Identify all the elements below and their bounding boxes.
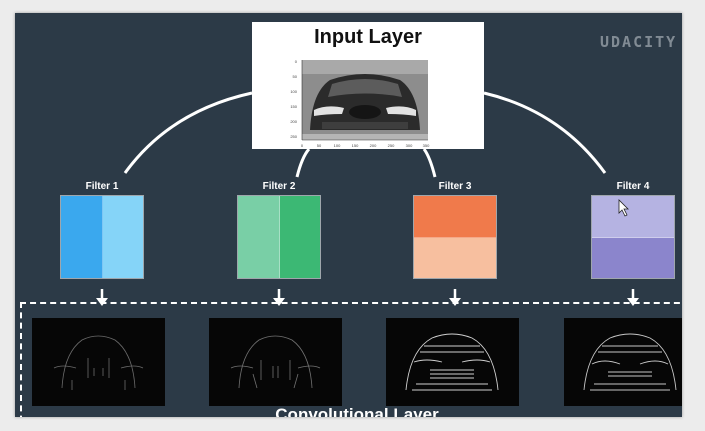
connection-arcs: [123, 91, 607, 178]
feature-map-1: [32, 318, 165, 406]
convolutional-layer-frame: [20, 302, 682, 417]
filter-2-kernel: [237, 195, 321, 279]
filter-2-left-half: [238, 196, 280, 278]
input-layer-title: Input Layer: [314, 26, 422, 48]
filter-4-label: Filter 4: [616, 181, 650, 192]
filter-3-label: Filter 3: [438, 181, 472, 192]
filter-4-top-half: [592, 196, 674, 238]
mouse-cursor-icon: [618, 199, 629, 217]
filter-4-kernel: [591, 195, 675, 279]
filter-3-kernel: [413, 195, 497, 279]
input-layer-panel: Input Layer 0 50 100 150 200 250 0 50 1: [252, 22, 484, 149]
filter-2-right-half: [279, 196, 320, 278]
x-tick: 350: [423, 143, 430, 148]
x-tick: 100: [334, 143, 341, 148]
y-tick: 50: [293, 74, 298, 79]
x-tick: 300: [406, 143, 413, 148]
filter-1-label: Filter 1: [85, 181, 119, 192]
x-tick: 250: [388, 143, 395, 148]
filter-4-bottom-half: [592, 237, 674, 278]
feature-map-4: [564, 318, 682, 406]
filter-1-right-half: [102, 196, 143, 278]
filter-3-top-half: [414, 196, 496, 238]
y-tick: 100: [290, 89, 297, 94]
feature-map-3: [386, 318, 519, 406]
filter-1-left-half: [61, 196, 103, 278]
filter-2-label: Filter 2: [262, 181, 296, 192]
convolutional-layer-label: Convolutional Layer: [275, 405, 439, 417]
y-tick: 0: [295, 59, 298, 64]
udacity-logo: UDACITY: [600, 33, 678, 51]
x-tick: 200: [370, 143, 377, 148]
slide: UDACITY Input Layer 0 50 100 150 200 250…: [15, 13, 682, 417]
x-tick: 0: [301, 143, 304, 148]
input-car-image: 0 50 100 150 200 250 0 50 100 150 200 25…: [290, 59, 430, 148]
y-tick: 250: [290, 134, 297, 139]
filter-3-bottom-half: [414, 237, 496, 278]
y-tick: 150: [290, 104, 297, 109]
feature-map-2: [209, 318, 342, 406]
x-tick: 50: [317, 143, 322, 148]
x-tick: 150: [352, 143, 359, 148]
filter-1-kernel: [60, 195, 144, 279]
y-tick: 200: [290, 119, 297, 124]
